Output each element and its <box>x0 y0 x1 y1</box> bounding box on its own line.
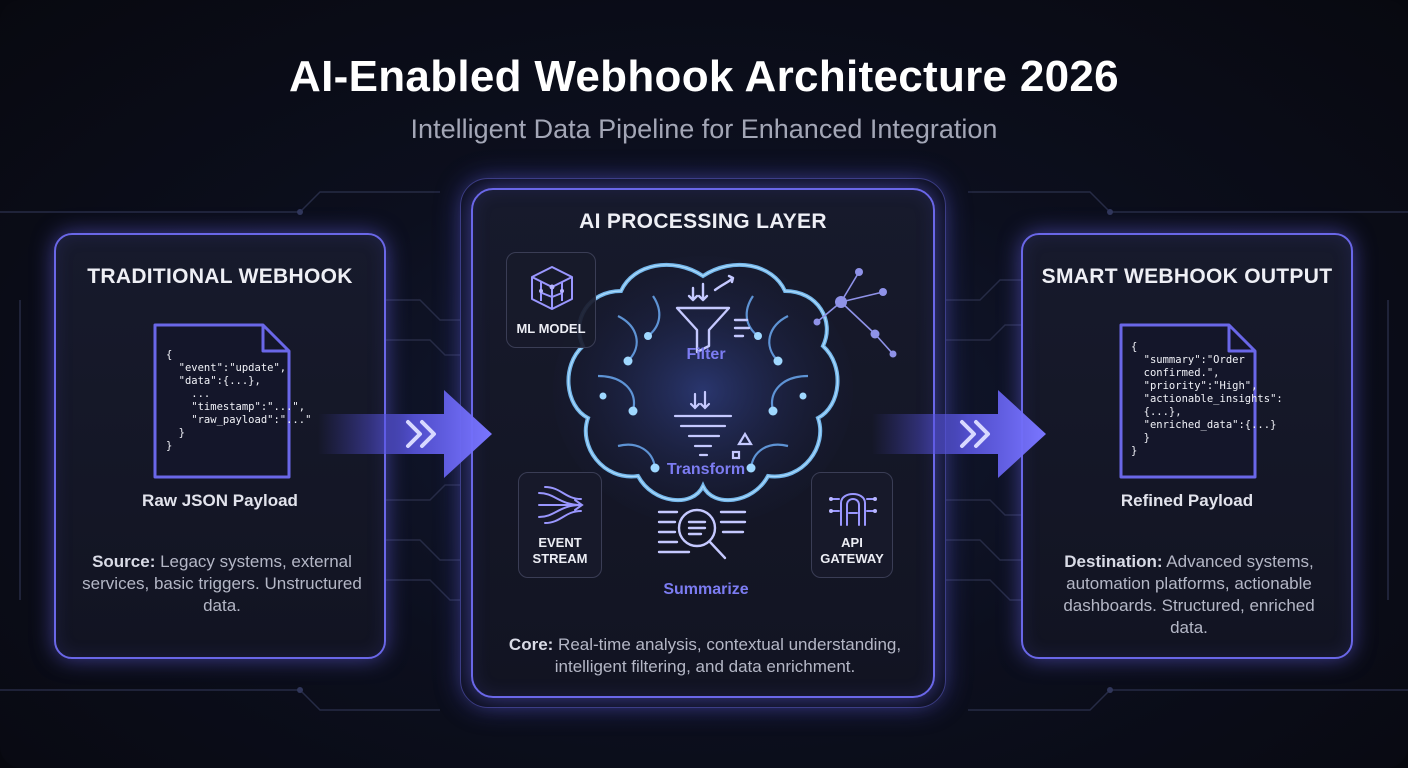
ai-brain-icon <box>553 256 853 526</box>
refined-payload-line: } <box>1131 432 1150 444</box>
raw-payload-line: { <box>166 349 173 361</box>
smart-webhook-heading: SMART WEBHOOK OUTPUT <box>1041 265 1333 288</box>
filter-step-label: Filter <box>686 346 726 363</box>
magnifier-icon <box>657 508 747 560</box>
ai-processing-panel: AI PROCESSING LAYER <box>471 188 935 698</box>
raw-payload-line: "event":"update", <box>166 362 287 374</box>
refined-payload-line: } <box>1131 445 1138 457</box>
core-description: Core: Real-time analysis, contextual und… <box>499 634 911 678</box>
core-label: Core: <box>508 635 554 654</box>
api-gateway-label-line2: GATEWAY <box>820 551 884 566</box>
api-gateway-tile: API GATEWAY <box>811 472 893 578</box>
api-gateway-label-line1: API <box>841 535 863 550</box>
event-stream-label-line1: EVENT <box>538 535 582 550</box>
ml-model-label: ML MODEL <box>516 321 586 336</box>
raw-payload-line: } <box>166 427 185 439</box>
refined-payload-line: {...}, <box>1131 406 1182 418</box>
refined-payload-line: "enriched_data":{...} <box>1131 419 1277 431</box>
source-description: Source: Legacy systems, external service… <box>80 551 364 617</box>
refined-json-payload: { "summary":"Order confirmed.", "priorit… <box>1131 341 1283 458</box>
page-title: AI-Enabled Webhook Architecture 2026 <box>289 52 1119 101</box>
document-icon <box>153 323 291 479</box>
smart-webhook-panel: SMART WEBHOOK OUTPUT { "summary":"Order … <box>1021 233 1353 659</box>
ai-processing-heading: AI PROCESSING LAYER <box>579 210 827 233</box>
raw-payload-line: "raw_payload":"..." <box>166 414 312 426</box>
raw-json-payload: { "event":"update", "data":{...}, ... "t… <box>166 349 311 453</box>
summarize-step-label: Summarize <box>663 581 749 598</box>
destination-text: Advanced systems, automation platforms, … <box>1063 552 1315 637</box>
stream-arrows-icon <box>538 486 584 524</box>
page-subtitle: Intelligent Data Pipeline for Enhanced I… <box>410 114 998 144</box>
destination-description: Destination: Advanced systems, automatio… <box>1047 551 1331 639</box>
raw-payload-line: } <box>166 440 173 452</box>
event-stream-label-line2: STREAM <box>532 551 588 566</box>
traditional-webhook-heading: TRADITIONAL WEBHOOK <box>87 265 353 288</box>
raw-payload-line: ... <box>166 388 211 400</box>
core-text: Real-time analysis, contextual understan… <box>553 635 902 676</box>
ml-model-tile: ML MODEL <box>506 252 596 348</box>
document-icon <box>1119 323 1257 479</box>
source-text: Legacy systems, external services, basic… <box>82 552 362 615</box>
refined-payload-line: { <box>1131 341 1138 353</box>
refined-payload-label: Refined Payload <box>1120 491 1254 510</box>
raw-payload-label: Raw JSON Payload <box>142 491 298 510</box>
destination-label: Destination: <box>1064 552 1163 571</box>
network-nodes-icon <box>813 268 897 358</box>
refined-payload-line: confirmed.", <box>1131 367 1220 379</box>
refined-payload-line: "actionable_insights": <box>1131 393 1283 405</box>
refined-payload-line: "summary":"Order <box>1131 354 1245 366</box>
source-label: Source: <box>92 552 156 571</box>
event-stream-tile: EVENT STREAM <box>518 472 602 578</box>
cube-network-icon <box>531 266 573 310</box>
transform-step-label: Transform <box>666 461 746 478</box>
flow-arrow-left <box>318 390 492 478</box>
gateway-arch-icon <box>829 493 877 526</box>
flow-arrow-right <box>872 390 1046 478</box>
raw-payload-line: "timestamp":"...", <box>166 401 306 413</box>
raw-payload-line: "data":{...}, <box>166 375 261 387</box>
refined-payload-line: "priority":"High", <box>1131 380 1258 392</box>
